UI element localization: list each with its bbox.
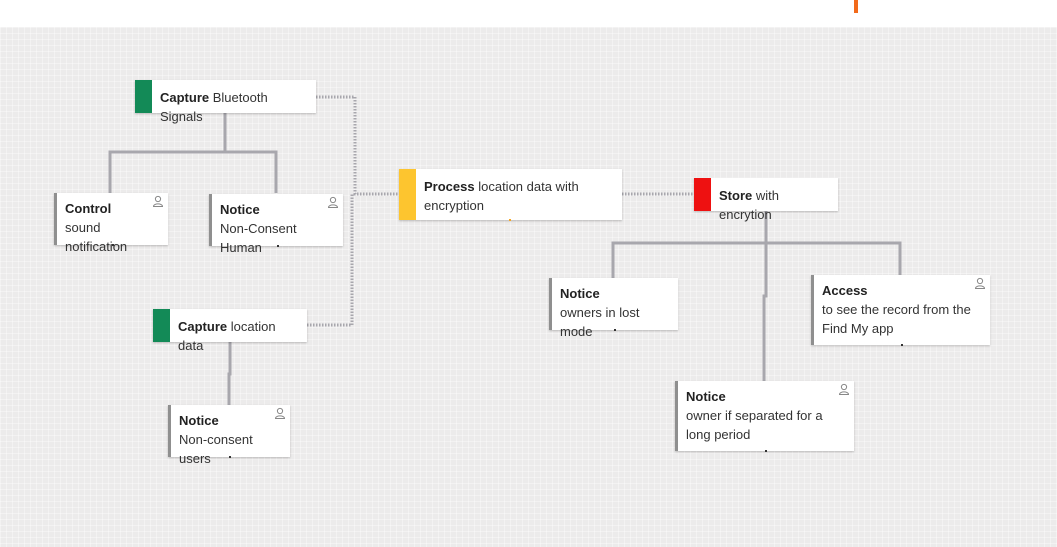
- connection-port: [901, 344, 903, 346]
- flow-bt-to-process: [316, 95, 399, 196]
- step-capture-bluetooth[interactable]: Capture Bluetooth Signals: [135, 80, 316, 124]
- step-process-location[interactable]: Process location data with encryption: [399, 169, 622, 221]
- step-label: Capture Bluetooth Signals: [160, 90, 268, 124]
- connection-port: [765, 450, 767, 452]
- connector-loc-to-notice-users: [227, 342, 232, 405]
- step-store-encryption[interactable]: Store with encrytion: [694, 178, 838, 222]
- connector-store-to-lost-mode: [611, 211, 768, 278]
- connector-bt-to-control: [108, 113, 227, 193]
- user-icon: [274, 407, 286, 419]
- connector-store-to-access: [766, 241, 902, 275]
- connection-port: [509, 219, 511, 221]
- connector-bt-to-notice-human: [225, 150, 278, 193]
- flow-loc-to-process: [307, 194, 354, 327]
- step-capture-location[interactable]: Capture location data: [153, 309, 307, 353]
- connection-port: [112, 244, 114, 246]
- step-label: Process location data with encryption: [424, 179, 579, 213]
- connection-port: [614, 329, 616, 331]
- step-color-bar: [153, 309, 170, 342]
- user-icon: [327, 196, 339, 208]
- user-icon: [838, 383, 850, 395]
- connection-port: [277, 245, 279, 247]
- step-color-bar: [135, 80, 152, 113]
- step-color-bar: [694, 178, 711, 211]
- step-label: Capture location data: [178, 319, 276, 353]
- user-icon: [974, 277, 986, 289]
- toolbar-accent-mark: [854, 0, 858, 13]
- step-color-bar: [399, 169, 416, 220]
- step-label: Store with encrytion: [719, 188, 779, 222]
- connection-port: [229, 456, 231, 458]
- connector-store-to-separated: [762, 243, 768, 381]
- top-toolbar: [0, 0, 1057, 27]
- user-icon: [152, 195, 164, 207]
